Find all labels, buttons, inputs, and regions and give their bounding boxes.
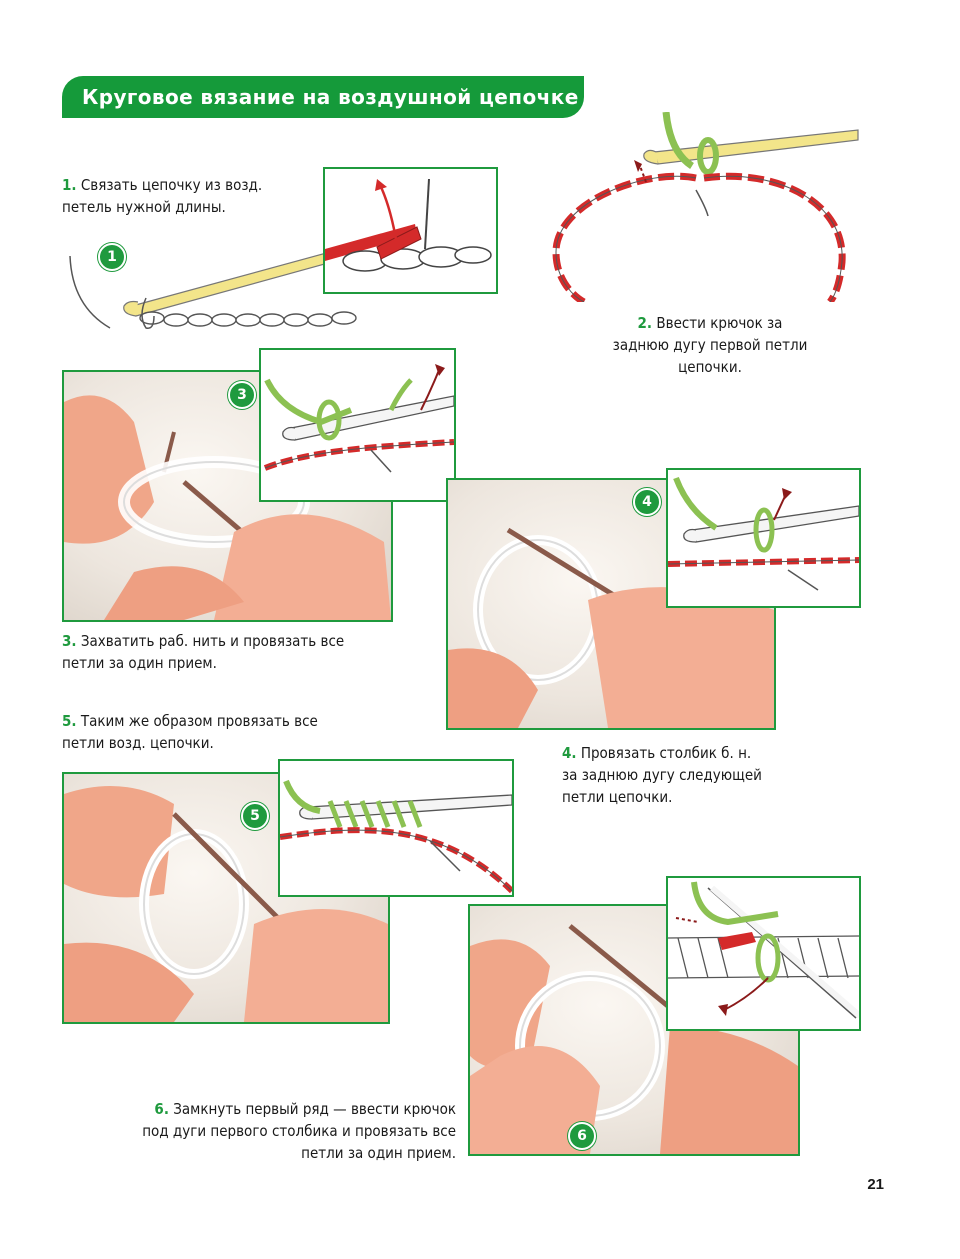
step-1-caption: 1. Связать цепочку из возд. петель нужно… [62, 174, 262, 218]
step-4-number: 4. [562, 744, 577, 762]
step-1-number: 1. [62, 176, 77, 194]
step-3-line-2: петли за один прием. [62, 654, 217, 672]
step-4-line-1: Провязать столбик б. н. [580, 744, 752, 762]
step-4-detail-diagram [666, 468, 861, 608]
step-3-line-1: Захватить раб. нить и провязать все [80, 632, 345, 650]
section-title: Круговое вязание на воздушной цепочке [82, 85, 579, 109]
step-2-line-3: цепочки. [678, 358, 742, 376]
step-3-photo [62, 370, 393, 622]
step-4-caption: 4. Провязать столбик б. н. за заднюю дуг… [562, 742, 762, 808]
section-title-banner: Круговое вязание на воздушной цепочке [62, 76, 584, 118]
step-6-badge: 6 [568, 1122, 596, 1150]
step-6-line-3: петли за один прием. [301, 1144, 456, 1162]
step-5-number: 5. [62, 712, 77, 730]
step-4-line-2: за заднюю дугу следующей [562, 766, 762, 784]
step-2-number: 2. [637, 314, 653, 332]
step-6-number: 6. [154, 1100, 169, 1118]
step-2-line-2: заднюю дугу первой петли [612, 336, 808, 354]
step-1-detail-diagram [323, 167, 498, 294]
step-2-ring-illustration [546, 112, 862, 302]
step-4-badge: 4 [633, 488, 661, 516]
step-5-caption: 5. Таким же образом провязать все петли … [62, 710, 318, 754]
step-2-line-1: Ввести крючок за [656, 314, 783, 332]
step-6-caption: 6. Замкнуть первый ряд — ввести крючок п… [132, 1098, 456, 1164]
step-3-badge: 3 [228, 381, 256, 409]
page-number: 21 [867, 1176, 884, 1193]
step-1-badge: 1 [98, 243, 126, 271]
step-1-line-2: петель нужной длины. [62, 198, 226, 216]
step-5-line-2: петли возд. цепочки. [62, 734, 214, 752]
step-3-number: 3. [62, 632, 77, 650]
step-6-line-1: Замкнуть первый ряд — ввести крючок [173, 1100, 456, 1118]
step-6-line-2: под дуги первого столбика и провязать вс… [142, 1122, 456, 1140]
step-4-line-3: петли цепочки. [562, 788, 673, 806]
step-6-detail-diagram [666, 876, 861, 1031]
step-1-chain-illustration [62, 236, 362, 346]
step-3-caption: 3. Захватить раб. нить и провязать все п… [62, 630, 344, 674]
step-5-line-1: Таким же образом провязать все [80, 712, 318, 730]
step-5-detail-diagram [278, 759, 514, 897]
step-5-photo [62, 772, 390, 1024]
step-5-badge: 5 [241, 802, 269, 830]
step-2-caption: 2. Ввести крючок за заднюю дугу первой п… [602, 312, 818, 378]
step-1-line-1: Связать цепочку из возд. [80, 176, 263, 194]
step-3-detail-diagram [259, 348, 456, 502]
